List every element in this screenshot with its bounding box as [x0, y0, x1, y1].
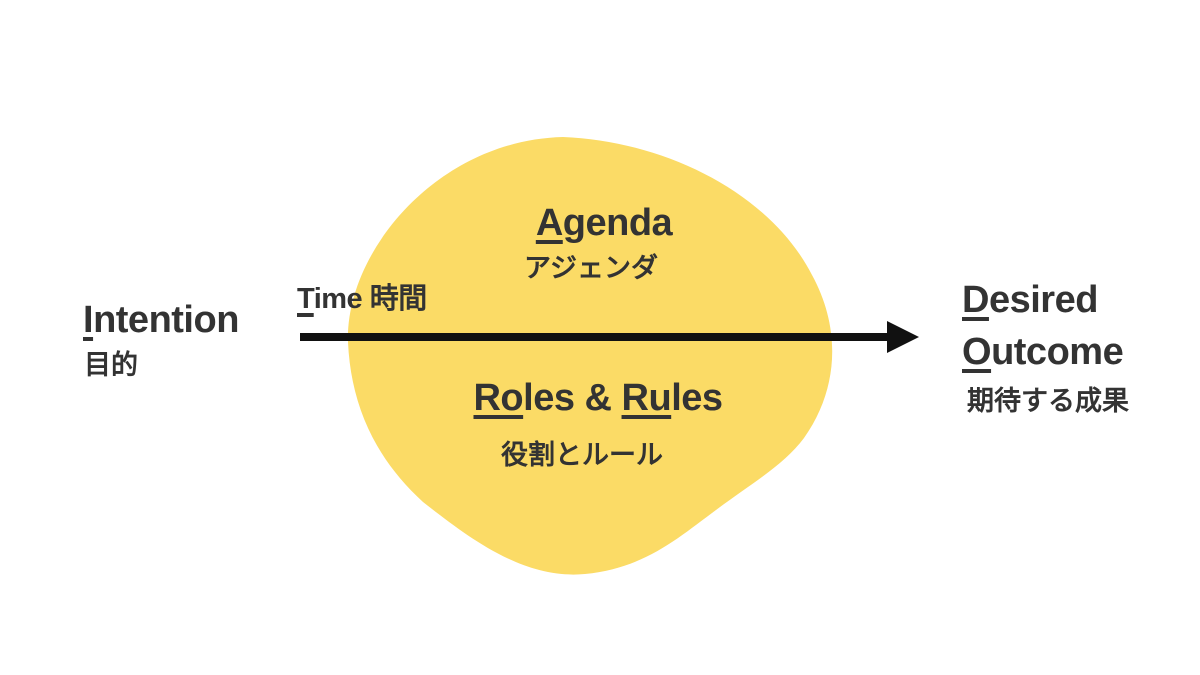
time-underlined-letter: T [297, 283, 314, 315]
arrow-head [887, 321, 919, 353]
arrow-shaft [300, 333, 890, 341]
outcome-underlined-letter: O [962, 331, 992, 373]
rules-underlined-letters: Ru [621, 377, 672, 419]
rules-rest: les [671, 377, 723, 419]
yellow-blob [347, 137, 833, 575]
time-label: Time 時間 [297, 282, 427, 317]
time-rest: ime 時間 [313, 283, 428, 315]
agenda-label: Agenda [454, 201, 754, 247]
intention-rest: ntention [93, 299, 239, 341]
intention-japanese-label: 目的 [84, 350, 138, 380]
desired-outcome-japanese-label: 期待する成果 [967, 386, 1129, 416]
desired-label: Desired [962, 278, 1098, 324]
roles-rules-label: Roles & Rules [448, 376, 748, 422]
roles-underlined-letters: Ro [473, 377, 524, 419]
desired-rest: esired [988, 279, 1098, 321]
agenda-japanese-label: アジェンダ [524, 253, 658, 283]
intention-label: Intention [83, 298, 239, 344]
timeline-arrow [300, 321, 919, 353]
intention-underlined-letter: I [83, 299, 94, 341]
outcome-label: Outcome [962, 330, 1124, 376]
agenda-rest: genda [562, 202, 673, 244]
roles-rules-japanese-label: 役割とルール [501, 440, 663, 470]
desired-underlined-letter: D [962, 279, 989, 321]
outcome-rest: utcome [991, 331, 1124, 373]
roles-rest: les & [523, 377, 622, 419]
agenda-underlined-letter: A [535, 202, 563, 244]
